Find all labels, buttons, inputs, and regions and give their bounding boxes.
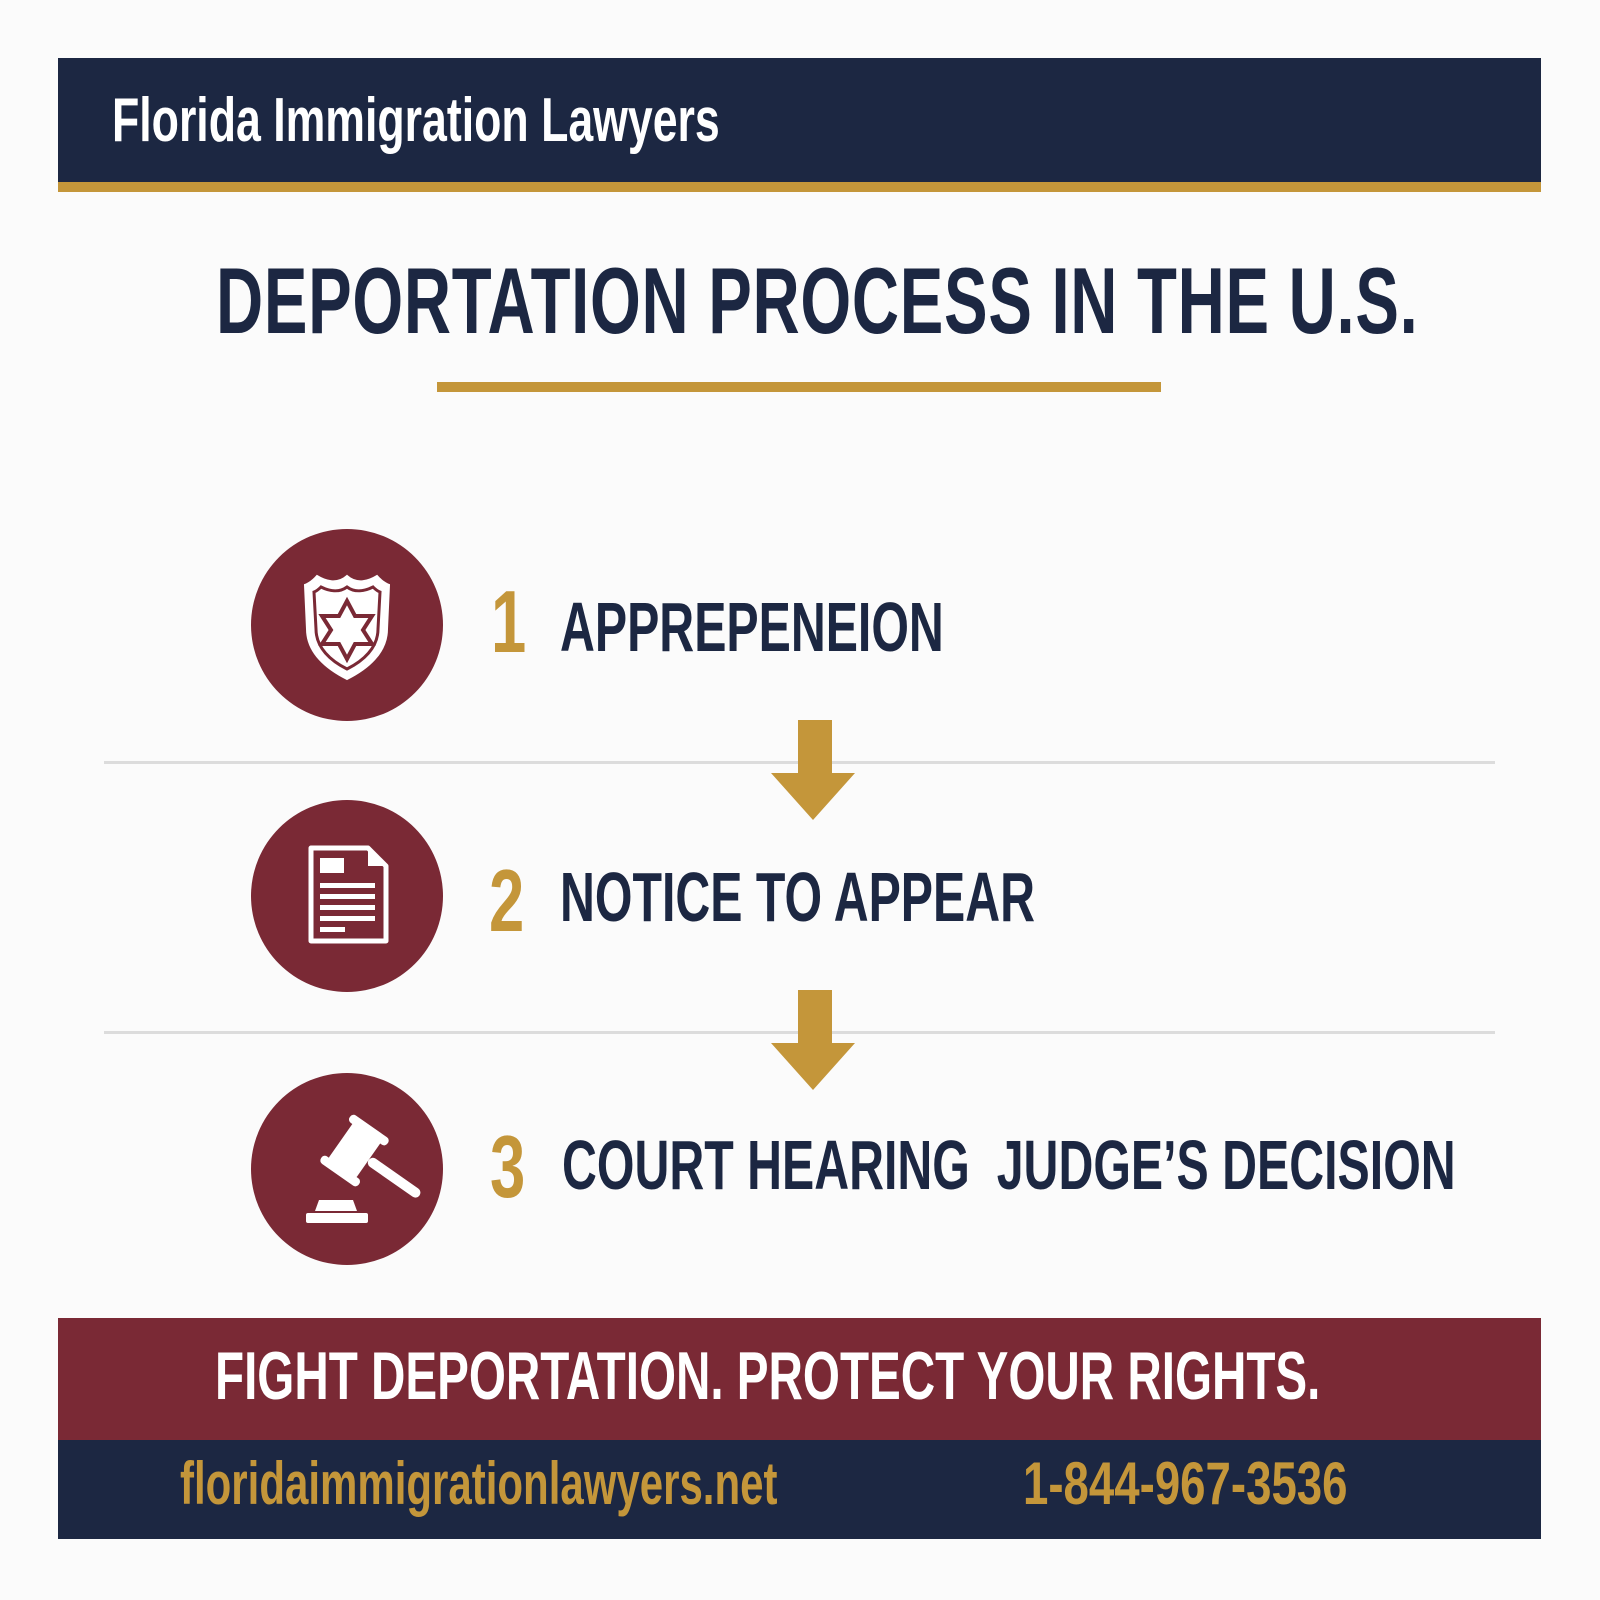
- step-1-icon-circle: [251, 529, 443, 721]
- arrow-down-icon: [771, 990, 855, 1090]
- title-underline: [437, 382, 1161, 392]
- footer-contact-bar: [58, 1440, 1541, 1539]
- header-bar: [58, 58, 1541, 182]
- document-icon: [308, 845, 389, 944]
- arrow-down-icon: [771, 720, 855, 820]
- header-gold-rule: [58, 182, 1541, 192]
- footer-slogan: FIGHT DEPORTATION. PROTECT YOUR RIGHTS.: [215, 1338, 1321, 1414]
- website-link[interactable]: floridaimmigrationlawyers.net: [180, 1450, 778, 1517]
- gavel-icon: [306, 1114, 421, 1223]
- brand-name: Florida Immigration Lawyers: [112, 86, 720, 155]
- footer-slogan-banner: [58, 1318, 1541, 1440]
- step-1-label: APPREPENEION: [560, 588, 944, 666]
- step-2-label: NOTICE TO APPEAR: [560, 858, 1036, 936]
- police-badge-icon: [303, 574, 391, 681]
- step-1-number: 1: [491, 572, 527, 671]
- step-2-number: 2: [489, 851, 525, 950]
- step-3-number: 3: [490, 1117, 526, 1216]
- page-title: DEPORTATION PROCESS IN THE U.S.: [216, 248, 1419, 353]
- phone-number[interactable]: 1-844-967-3536: [1023, 1450, 1348, 1517]
- step-2-icon-circle: [251, 800, 443, 992]
- step-3-icon-circle: [251, 1073, 443, 1265]
- step-3-label: COURT HEARING JUDGE’S DECISION: [562, 1126, 1456, 1204]
